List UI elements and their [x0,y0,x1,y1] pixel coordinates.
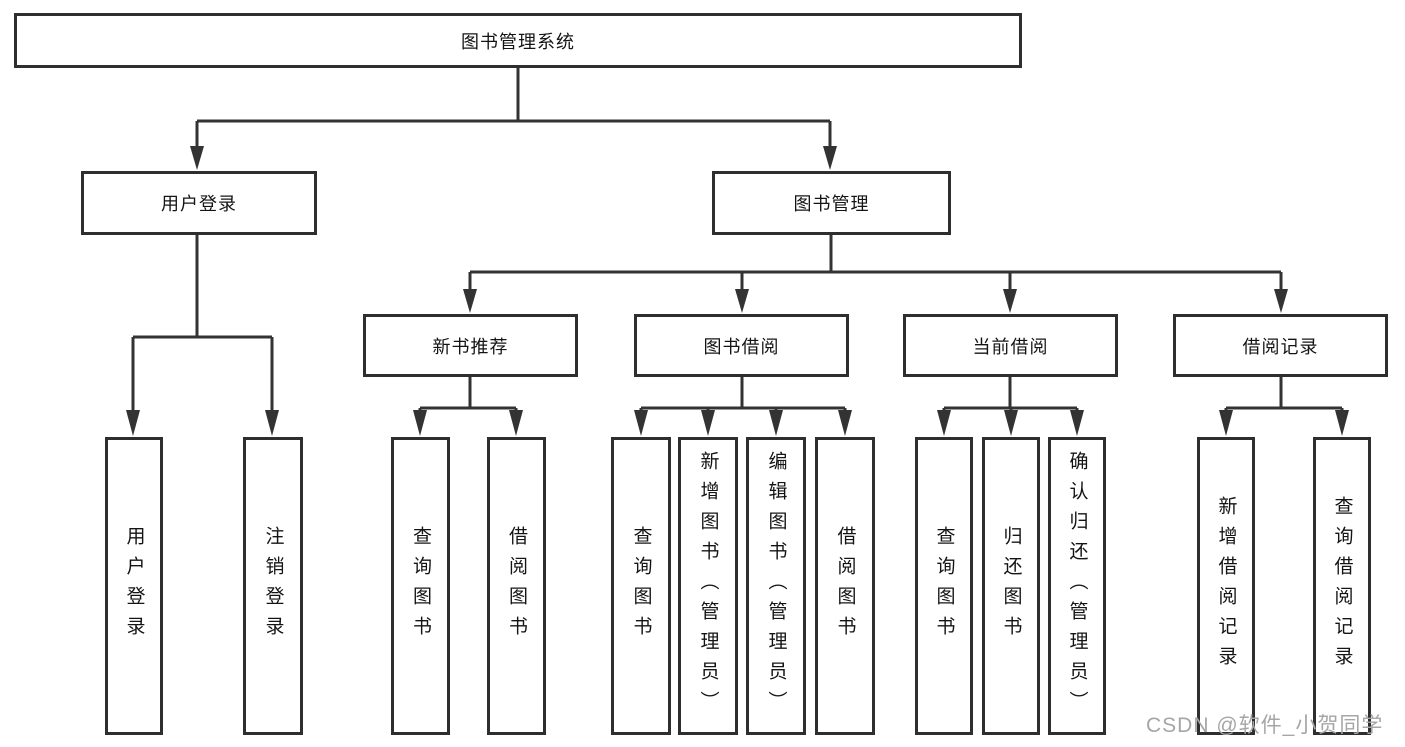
arrowhead-icon [509,410,523,436]
arrowhead-icon [265,410,279,436]
node-book-borrowing: 图书借阅 [634,314,849,377]
arrowhead-icon [413,410,427,436]
arrowhead-icon [1274,289,1288,313]
node-library-system: 图书管理系统 [14,13,1022,68]
node-label: 借阅图书 [506,526,527,646]
leaf-borrow-books: 借阅图书 [815,437,875,735]
node-label: 用户登录 [161,194,237,214]
node-label: 图书管理系统 [461,31,575,52]
leaf-query-books-recommend: 查询图书 [391,437,450,735]
node-label: 新增借阅记录 [1215,496,1237,676]
node-label: 用户登录 [123,526,145,646]
arrowhead-icon [1219,410,1233,436]
arrowhead-icon [1003,289,1017,313]
node-label: 查询图书 [933,526,955,646]
node-label: 新增图书（管理员） [697,451,719,721]
arrowhead-icon [463,289,477,313]
arrowhead-icon [769,410,783,436]
leaf-query-books-borrow: 查询图书 [611,437,671,735]
node-label: 当前借阅 [972,336,1049,357]
watermark: CSDN @软件_小贺同学 [1146,714,1384,737]
node-borrowing-records: 借阅记录 [1173,314,1388,377]
node-label: 编辑图书（管理员） [765,451,787,721]
node-label: 确认归还（管理员） [1066,451,1088,721]
node-label: 图书借阅 [703,336,780,357]
node-label: 借阅记录 [1242,336,1319,357]
arrowhead-icon [1070,410,1084,436]
node-label: 查询图书 [630,526,652,646]
node-current-borrowing: 当前借阅 [903,314,1118,377]
node-user-login: 用户登录 [81,171,317,235]
arrowhead-icon [701,410,715,436]
node-book-management: 图书管理 [712,171,951,235]
arrowhead-icon [634,410,648,436]
node-label: 注销登录 [262,526,284,646]
tree-branch-lines [133,68,1342,410]
arrowhead-icon [735,289,749,313]
leaf-add-borrow-record: 新增借阅记录 [1197,437,1255,735]
leaf-confirm-return-admin: 确认归还（管理员） [1048,437,1106,735]
arrowhead-icon [190,146,204,170]
leaf-add-books-admin: 新增图书（管理员） [678,437,738,735]
arrowhead-icon [823,146,837,170]
arrowhead-icon [126,410,140,436]
node-label: 查询图书 [410,526,431,646]
leaf-edit-books-admin: 编辑图书（管理员） [746,437,806,735]
arrowhead-icon [1004,410,1018,436]
node-label: 借阅图书 [834,526,856,646]
leaf-borrow-books-recommend: 借阅图书 [487,437,546,735]
node-label: 新书推荐 [432,336,509,357]
leaf-query-borrow-record: 查询借阅记录 [1313,437,1371,735]
arrowhead-icon [1335,410,1349,436]
node-label: 归还图书 [1000,526,1022,646]
node-label: 图书管理 [793,194,870,214]
node-label: 查询借阅记录 [1331,496,1353,676]
leaf-logout: 注销登录 [243,437,303,735]
leaf-user-login: 用户登录 [105,437,163,735]
leaf-query-books-current: 查询图书 [915,437,973,735]
arrowhead-icon [838,410,852,436]
arrowhead-icon [937,410,951,436]
leaf-return-books: 归还图书 [982,437,1040,735]
node-new-book-recommend: 新书推荐 [363,314,578,377]
arrowheads [126,146,1349,436]
